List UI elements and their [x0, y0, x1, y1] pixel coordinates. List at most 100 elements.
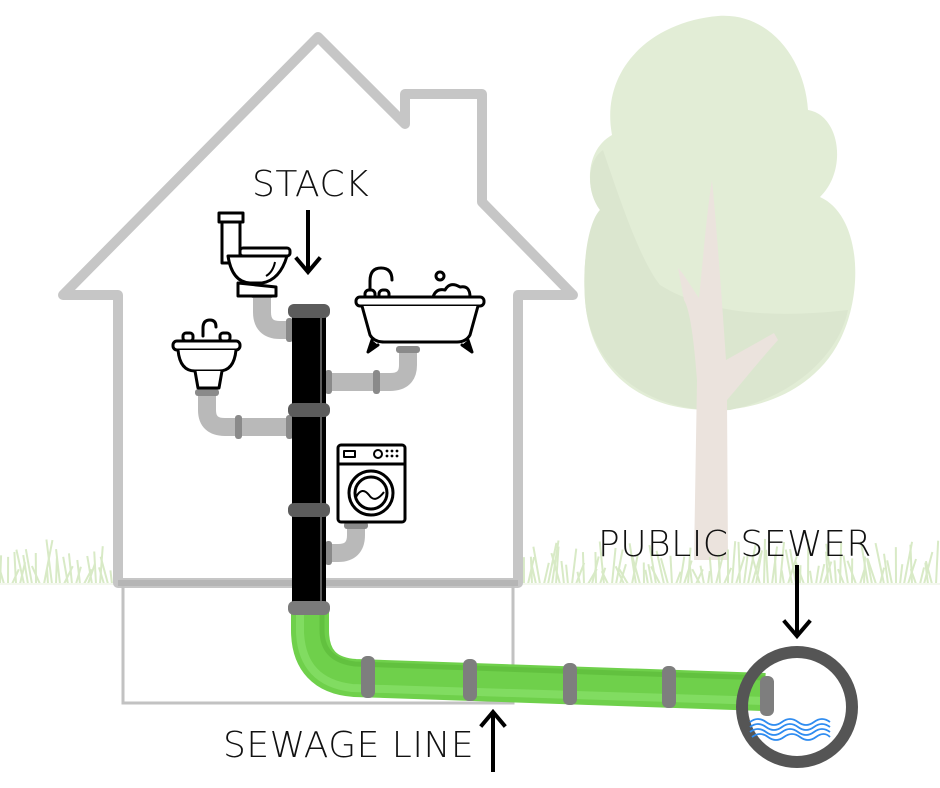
- grass-blade: [833, 560, 837, 585]
- grass-blade: [863, 556, 866, 585]
- grass-blade: [731, 541, 737, 585]
- sewage-line-pipe: [291, 608, 766, 711]
- grass-blade: [773, 554, 777, 585]
- grass-blade: [581, 552, 585, 585]
- grass-blade: [530, 562, 537, 585]
- stack-pipe: [288, 304, 330, 615]
- sewage-line-label: SEWAGE LINE: [223, 725, 474, 766]
- grass-blade: [532, 546, 541, 585]
- grass-blade: [846, 560, 857, 585]
- pipe-collar: [325, 541, 332, 565]
- public-sewer-arrow-icon: [782, 565, 812, 640]
- grass-blade: [43, 539, 54, 585]
- grass-blade: [717, 553, 721, 585]
- bathtub-icon: [354, 266, 486, 354]
- grass-blade: [819, 563, 826, 585]
- pipe-collar: [373, 370, 380, 394]
- pipe-collar: [325, 370, 332, 394]
- grass-blade: [560, 560, 565, 585]
- pipe-collar: [662, 666, 676, 708]
- grass-blade: [83, 568, 93, 585]
- grass-blade: [815, 565, 820, 585]
- grass-blade: [691, 568, 701, 585]
- grass-blade: [543, 562, 550, 585]
- grass: [0, 538, 940, 585]
- grass-blade: [598, 541, 605, 585]
- grass-blade: [909, 544, 913, 585]
- pipe-collar: [286, 318, 293, 342]
- grass-blade: [93, 551, 97, 585]
- pipe-collar: [195, 389, 219, 396]
- grass-blade: [565, 564, 569, 585]
- stack-pipe-highlight: [320, 312, 322, 606]
- grass-blade: [76, 559, 81, 585]
- branch-collars: [195, 291, 420, 565]
- grass-blade: [794, 560, 805, 585]
- tree-canopy-shade: [584, 150, 848, 411]
- grass-blade: [55, 549, 61, 585]
- grass-blade: [751, 556, 761, 585]
- washing-machine-icon: [336, 443, 407, 524]
- grass-blade: [779, 541, 785, 585]
- sewage-line-arrow-icon: [479, 708, 507, 772]
- branch-pipes: [198, 295, 417, 562]
- grass-blade: [866, 558, 877, 585]
- stack-collar-bottom: [288, 601, 330, 615]
- grass-blade: [839, 541, 843, 585]
- grass-blade: [86, 555, 93, 585]
- stack-arrow-icon: [294, 210, 322, 276]
- grass-blade: [98, 567, 105, 585]
- grass-blade: [99, 546, 104, 585]
- grass-blade: [551, 540, 560, 585]
- grass-blade: [883, 553, 889, 585]
- public-sewer: [736, 646, 858, 768]
- sink-icon: [171, 318, 242, 390]
- grass-blade: [825, 543, 833, 585]
- grass-blade: [859, 541, 869, 585]
- grass-blade: [15, 549, 25, 585]
- pipe-collar: [760, 676, 774, 716]
- grass-blade: [611, 547, 617, 585]
- grass-blade: [13, 551, 17, 585]
- grass-blade: [755, 550, 763, 585]
- pipe-collar: [344, 522, 368, 529]
- grass-blade: [699, 565, 705, 585]
- toilet-branch-pipe: [253, 295, 292, 339]
- grass-blade: [614, 565, 625, 585]
- grass-blade: [919, 567, 926, 585]
- grass-blade: [708, 556, 713, 585]
- stack-collar: [288, 503, 330, 517]
- pipe-collar: [286, 415, 293, 439]
- grass-blade: [30, 565, 41, 585]
- stack-collar: [288, 403, 330, 417]
- grass-blade: [600, 570, 609, 585]
- house-outline: [58, 32, 578, 588]
- tree: [584, 15, 856, 560]
- grass-blade: [842, 555, 849, 585]
- sewage-line-collars: [361, 656, 774, 716]
- grass-blade: [550, 552, 561, 585]
- toilet-icon: [217, 211, 292, 298]
- grass-blade: [576, 571, 581, 585]
- pipe-collar: [396, 346, 420, 353]
- grass-blade: [529, 556, 533, 585]
- bathtub-branch-pipe: [326, 350, 417, 391]
- grass-blade: [886, 560, 893, 585]
- grass-blade: [24, 548, 33, 585]
- grass-blade: [594, 552, 597, 585]
- grass-blade: [45, 567, 49, 585]
- grass-blade: [837, 568, 845, 585]
- tree-trunk: [678, 180, 778, 560]
- grass-blade: [45, 539, 53, 585]
- grass-blade: [909, 568, 917, 585]
- grass-blade: [924, 562, 929, 585]
- public-sewer-label: PUBLIC SEWER: [598, 524, 872, 565]
- grass-blade: [780, 570, 785, 585]
- sink-branch-pipe: [198, 393, 292, 436]
- grass-blade: [571, 548, 578, 585]
- pipe-collar: [235, 415, 242, 439]
- grass-blade: [618, 568, 629, 585]
- grass-blade: [648, 544, 657, 585]
- grass-blade: [109, 570, 113, 585]
